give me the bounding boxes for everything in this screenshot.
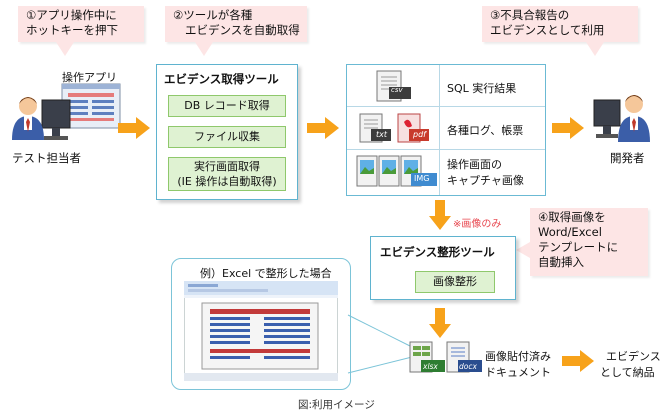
image-format-button: 画像整形 — [415, 271, 495, 293]
document-label-line1: 画像貼付済み — [485, 350, 551, 363]
step2-line1: ②ツールが各種 — [173, 8, 253, 22]
logs-label: 各種ログ、帳票 — [447, 124, 524, 137]
db-record-label: DB レコード取得 — [184, 99, 270, 112]
format-tool-panel: エビデンス整形ツール 画像整形 — [370, 236, 516, 300]
images-only-note: ※画像のみ — [453, 219, 502, 230]
xlsx-icon-label: xlsx — [423, 362, 438, 371]
excel-screenshot — [184, 281, 338, 381]
outputs-panel: csv SQL 実行結果 txt pdf 各種ログ、帳票 IMG 操作画面の キ… — [346, 64, 546, 196]
step1-line1: ①アプリ操作中に — [26, 8, 117, 22]
pdf-icon-label: pdf — [413, 130, 426, 139]
arrow-tool-to-outputs — [307, 117, 339, 139]
step3-line1: ③不具合報告の — [490, 8, 570, 22]
screen-capture-button: 実行画面取得 (IE 操作は自動取得) — [168, 157, 286, 191]
output-col-divider — [439, 65, 440, 195]
step4-line4: 自動挿入 — [538, 255, 584, 269]
developer-illustration — [593, 95, 650, 142]
step4-line2: Word/Excel — [538, 225, 602, 239]
arrow-down-to-documents — [429, 308, 451, 338]
image-format-label: 画像整形 — [433, 275, 477, 288]
arrow-outputs-to-developer — [552, 117, 584, 139]
csv-icon-label: csv — [391, 86, 403, 94]
output-divider-1 — [347, 106, 545, 107]
app-label: 操作アプリ — [62, 71, 117, 84]
document-label-line2: ドキュメント — [485, 366, 551, 379]
screens-label-line1: 操作画面の — [447, 158, 502, 171]
delivery-label-line1: エビデンス — [606, 350, 661, 363]
xlsx-file-icon — [409, 341, 445, 373]
delivery-label-line2: として納品 — [600, 366, 655, 379]
figure-caption: 図:利用イメージ — [298, 399, 375, 411]
step3-line2: エビデンスとして利用 — [490, 23, 605, 37]
step4-line1: ④取得画像を — [538, 210, 606, 224]
screen-capture-label: 実行画面取得 (IE 操作は自動取得) — [177, 160, 277, 188]
evidence-tool-title: エビデンス取得ツール — [164, 72, 279, 86]
txt-file-icon — [359, 113, 391, 143]
sql-result-label: SQL 実行結果 — [447, 82, 517, 95]
step4-line3: テンプレートに — [538, 240, 619, 254]
docx-file-icon — [446, 341, 482, 373]
example-box: 例）Excel で整形した場合 — [171, 258, 351, 390]
developer-label: 開発者 — [610, 151, 645, 165]
arrow-down-to-format-tool — [429, 200, 451, 230]
docx-icon-label: docx — [459, 362, 477, 371]
arrow-documents-to-delivery — [562, 350, 594, 372]
txt-icon-label: txt — [376, 130, 388, 139]
screens-label-line2: キャプチャ画像 — [447, 174, 524, 187]
tester-label: テスト担当者 — [12, 151, 81, 165]
file-collect-label: ファイル収集 — [194, 130, 260, 143]
file-collect-button: ファイル収集 — [168, 126, 286, 148]
step2-line2: エビデンスを自動取得 — [185, 23, 300, 37]
callout-step4: ④取得画像を Word/Excel テンプレートに 自動挿入 — [516, 208, 648, 276]
output-divider-2 — [347, 149, 545, 150]
step1-line2: ホットキーを押下 — [26, 23, 118, 37]
arrow-tester-to-tool — [118, 117, 150, 139]
img-icon-label: IMG — [414, 174, 430, 183]
csv-file-icon — [376, 70, 411, 102]
example-connector — [347, 314, 413, 374]
evidence-tool-panel: エビデンス取得ツール DB レコード取得 ファイル収集 実行画面取得 (IE 操… — [156, 64, 298, 200]
example-title: 例）Excel で整形した場合 — [200, 267, 332, 280]
pdf-file-icon — [397, 113, 429, 143]
callout-step1: ①アプリ操作中に ホットキーを押下 — [18, 6, 144, 56]
callout-step3: ③不具合報告の エビデンスとして利用 — [482, 6, 638, 56]
format-tool-title: エビデンス整形ツール — [380, 245, 495, 259]
callout-step2: ②ツールが各種 エビデンスを自動取得 — [165, 6, 307, 56]
db-record-button: DB レコード取得 — [168, 95, 286, 117]
tester-illustration — [12, 83, 121, 140]
image-files-icon — [356, 155, 437, 187]
